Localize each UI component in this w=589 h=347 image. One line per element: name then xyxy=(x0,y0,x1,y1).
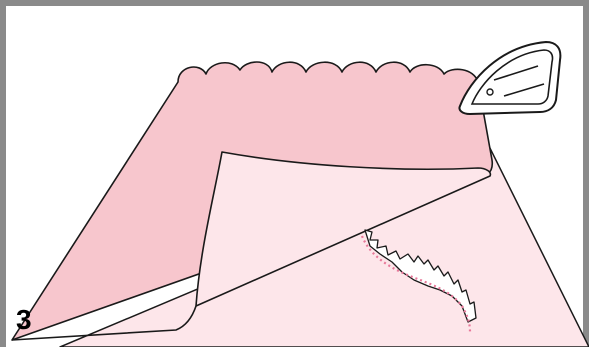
iron-dial xyxy=(487,89,493,95)
step-number: 3 xyxy=(16,305,32,335)
